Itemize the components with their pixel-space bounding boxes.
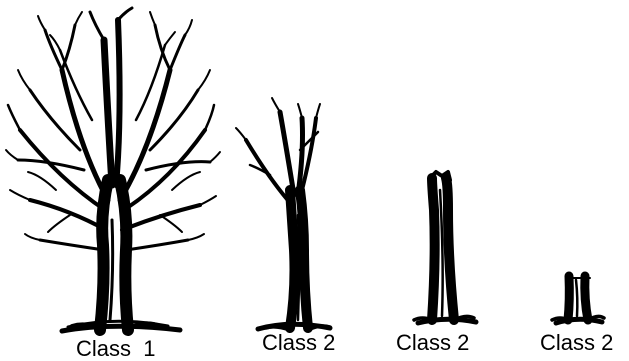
- tree-3-class-label: Class 2: [396, 331, 469, 355]
- tree-1-class-label: Class 1: [76, 337, 155, 361]
- tree-4-class-label: Class 2: [540, 331, 613, 355]
- tree-2-class-label: Class 2: [262, 331, 335, 355]
- tree-1-full-crown: [6, 8, 220, 331]
- tree-4-stump: [552, 276, 604, 323]
- tree-2-dead-branches: [236, 98, 330, 330]
- tree-3-broken-snag: [414, 172, 476, 323]
